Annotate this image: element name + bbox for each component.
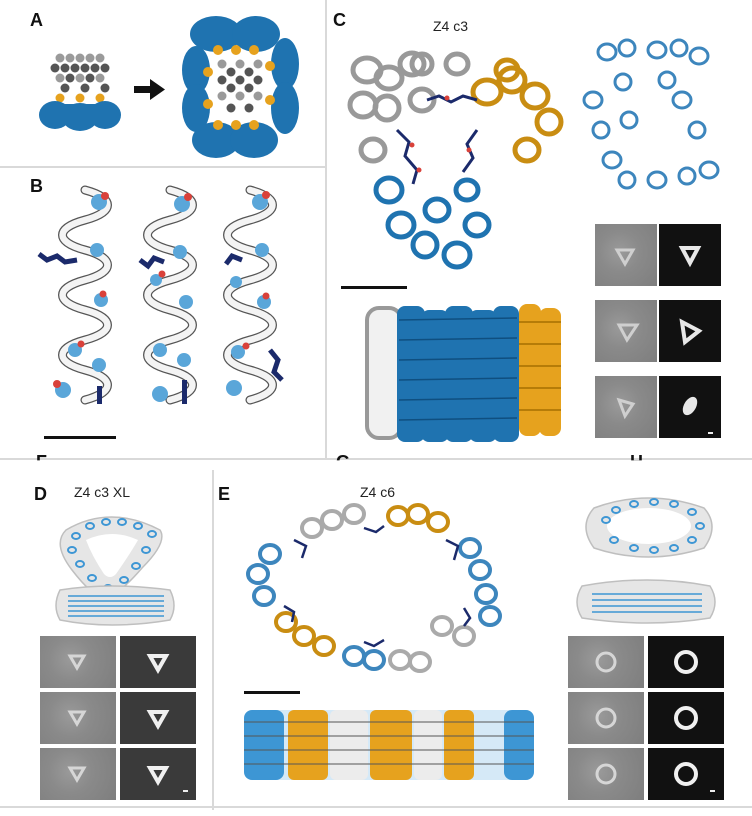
z4c3-top-view (341, 38, 720, 442)
partial-label-f: F (36, 452, 47, 472)
panel-label-b: B (30, 176, 43, 196)
panel-label-e: E (218, 484, 231, 504)
divider-horizontal-bottom (0, 806, 752, 808)
em-raw-3 (568, 748, 644, 800)
partial-label-g: G (336, 452, 351, 472)
scale-bar (710, 790, 715, 792)
panel-c: C Z4 c3 (327, 0, 752, 458)
divider-vertical-bottom (212, 470, 214, 810)
em-raw-3 (40, 748, 116, 800)
panel-b: B (0, 168, 325, 458)
em-raw-2 (40, 692, 116, 744)
z4c6-side-view (244, 710, 534, 780)
em-e-shapes (595, 650, 715, 792)
panel-a-schematic (39, 16, 299, 158)
scale-bar (44, 436, 116, 439)
panel-d-title: Z4 c3 XL (74, 484, 131, 500)
right-arrow-icon (134, 79, 165, 100)
helix-2 (138, 190, 193, 404)
scale-bar (244, 691, 300, 694)
em-raw-3 (595, 376, 657, 438)
em-avg-2 (659, 300, 721, 362)
z4c3-small-trimer (582, 38, 720, 190)
helix-models (37, 168, 284, 439)
em-avg-1 (120, 636, 196, 688)
em-d-shapes (67, 654, 188, 792)
divider-horizontal-mid-left (0, 166, 325, 168)
dot-grid-left (39, 53, 121, 131)
em-raw-1 (568, 636, 644, 688)
panel-label-c: C (333, 10, 346, 30)
partial-label-h: H (630, 452, 643, 472)
em-avg-2 (648, 692, 724, 744)
em-raw-1 (595, 224, 657, 286)
em-raw-1 (40, 636, 116, 688)
panel-d: D Z4 c3 XL (0, 470, 212, 806)
scale-bar (341, 286, 407, 289)
em-raw-2 (595, 300, 657, 362)
helix-1 (37, 190, 109, 404)
z4c3-main-trimer (347, 50, 564, 270)
em-avg-2 (120, 692, 196, 744)
z4c3xl-density (55, 516, 175, 626)
em-avg-1 (648, 636, 724, 688)
panel-c-title: Z4 c3 (433, 18, 469, 34)
em-avg-3 (659, 376, 721, 438)
panel-label-a: A (30, 10, 43, 30)
em-avg-1 (659, 224, 721, 286)
panel-label-d: D (34, 484, 47, 504)
em-raw-2 (568, 692, 644, 744)
assembled-ring (182, 16, 299, 158)
z4c3-side-view (365, 304, 561, 442)
z4c6-ring (244, 497, 716, 780)
scale-bar (183, 790, 188, 792)
helix-3 (226, 190, 284, 400)
panel-e-title: Z4 c6 (360, 484, 396, 500)
panel-e: E Z4 c6 (214, 470, 752, 806)
divider-horizontal-mid (0, 458, 752, 460)
divider-vertical-top (325, 0, 327, 458)
panel-a: A (0, 0, 325, 166)
